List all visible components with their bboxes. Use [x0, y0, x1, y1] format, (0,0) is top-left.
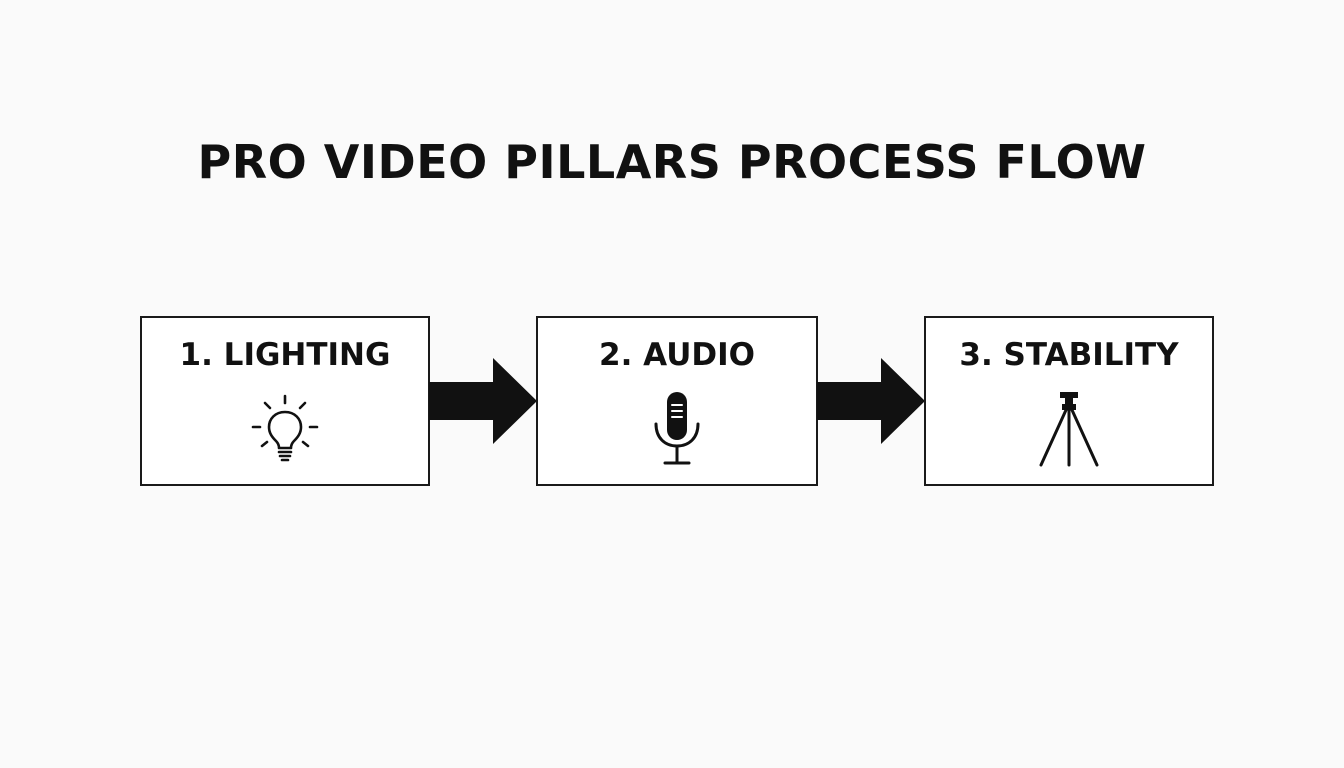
- lightbulb-icon: [245, 390, 325, 470]
- step-label-audio: 2. AUDIO: [599, 337, 755, 373]
- step-label-lighting: 1. LIGHTING: [179, 337, 391, 373]
- step-box-lighting: 1. LIGHTING: [140, 316, 430, 486]
- step-box-stability: 3. STABILITY: [924, 316, 1214, 486]
- flow-arrow-2: [817, 358, 925, 444]
- step-box-audio: 2. AUDIO: [536, 316, 818, 486]
- flow-arrow-1: [429, 358, 537, 444]
- step-label-stability: 3. STABILITY: [959, 337, 1179, 373]
- tripod-icon: [1029, 390, 1109, 470]
- microphone-icon: [637, 390, 717, 470]
- page-title: PRO VIDEO PILLARS PROCESS FLOW: [197, 135, 1147, 189]
